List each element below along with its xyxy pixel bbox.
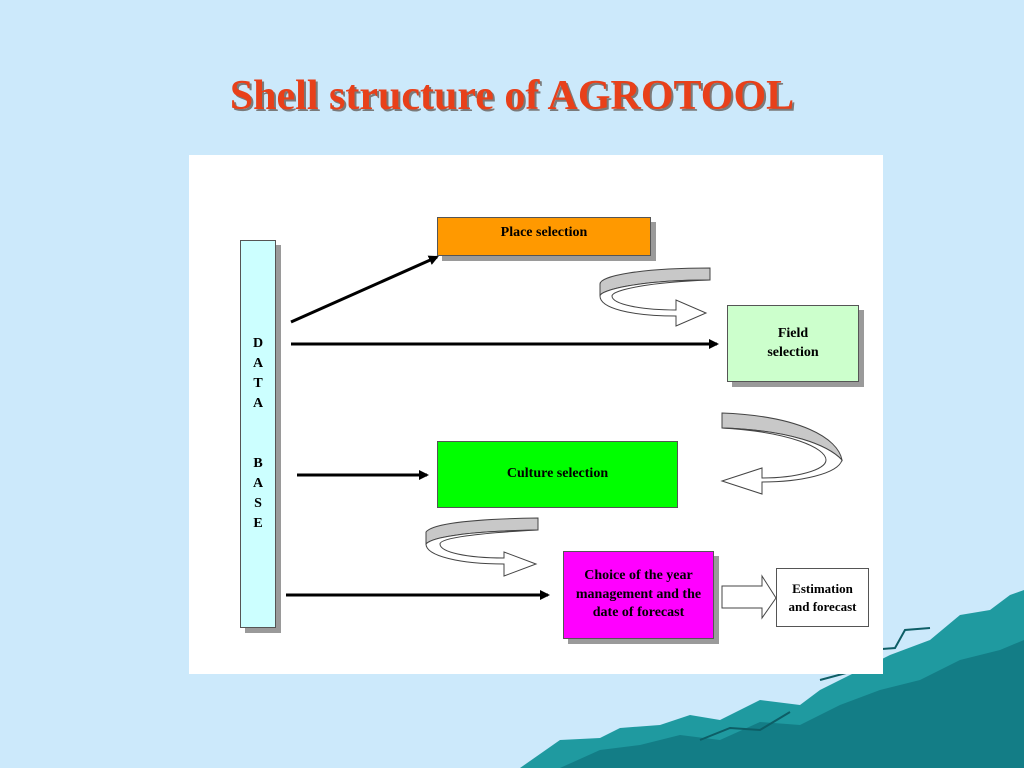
arrow-to-place	[290, 255, 439, 324]
database-letter: E	[253, 516, 263, 531]
culture-selection-label: Culture selection	[506, 466, 609, 482]
database-box: D A T A B A S E	[240, 240, 276, 628]
database-letter: A	[252, 356, 264, 371]
choice-box: Choice of the year management and the da…	[563, 551, 714, 639]
estimation-label: Estimation and forecast	[788, 580, 857, 614]
field-selection-box: Field selection	[727, 305, 859, 382]
curved-arrow-culture-to-choice	[425, 517, 539, 577]
database-letter: D	[252, 336, 264, 351]
place-selection-label: Place selection	[500, 225, 588, 240]
curved-arrow-place-to-field	[599, 267, 711, 327]
culture-selection-box: Culture selection	[437, 441, 678, 508]
database-letter: T	[253, 376, 263, 391]
database-letter: B	[253, 456, 263, 471]
database-letter: A	[252, 476, 264, 491]
curved-arrow-field-to-culture	[720, 412, 843, 495]
database-letter: A	[252, 396, 264, 411]
estimation-box: Estimation and forecast	[776, 568, 869, 627]
field-selection-label: Field selection	[767, 325, 819, 360]
block-arrow-to-estimation	[721, 574, 777, 620]
place-selection-box: Place selection	[437, 217, 651, 256]
database-letter: S	[254, 496, 262, 511]
slide-title: Shell structure of AGROTOOL	[229, 73, 795, 119]
choice-label: Choice of the year management and the da…	[575, 567, 702, 621]
